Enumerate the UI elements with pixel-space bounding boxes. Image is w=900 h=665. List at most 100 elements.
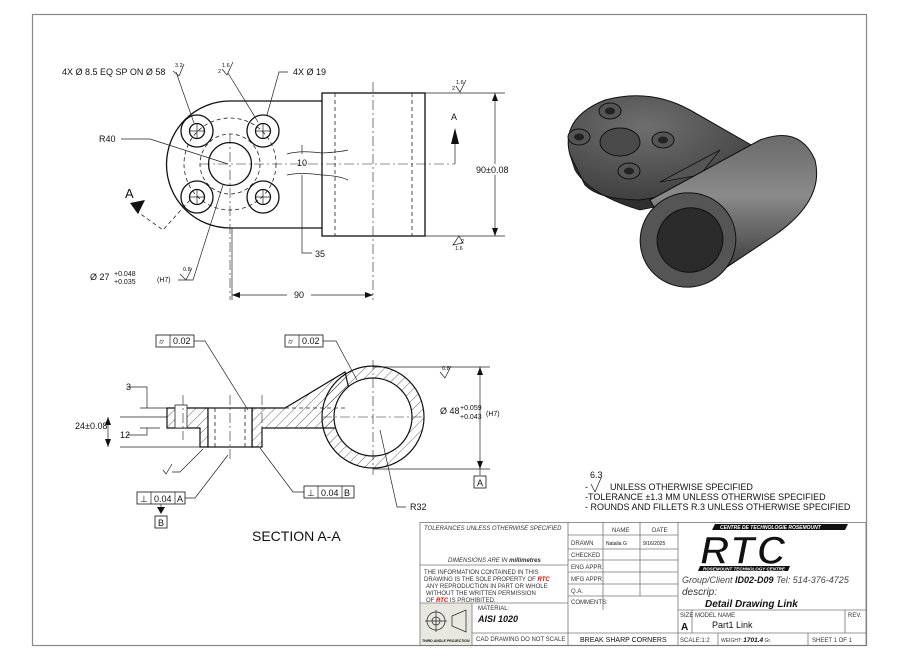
weight-value: 1701.4 [743, 637, 763, 644]
section-bore-tol-lower: +0.043 [460, 414, 482, 421]
material-label: MATERIAL: [478, 606, 510, 612]
svg-text:Group/Client ID02-D09 Tel: 514: Group/Client ID02-D09 Tel: 514-376-4725 [682, 575, 850, 585]
section-bore-callout: Ø 48 [440, 406, 460, 416]
size-value: A [681, 622, 688, 633]
comments-label: COMMENTS: [571, 600, 608, 606]
svg-text:DRAWING IS THE SOLE PROPERTY O: DRAWING IS THE SOLE PROPERTY OF RTC [424, 577, 550, 583]
date-header: DATE [652, 528, 668, 534]
datum-a [473, 475, 487, 489]
size-label: SIZE [680, 613, 693, 619]
flatness-1-value: 0.02 [173, 336, 191, 346]
dim-12: 12 [120, 430, 130, 440]
dimensions-label: DIMENSIONS ARE IN [448, 558, 508, 564]
perp-1-datum: A [177, 494, 183, 504]
projection-label: THIRD ANGLE PROJECTION [422, 639, 470, 643]
perpendicularity-icon: ⊥ [307, 488, 315, 498]
datum-b-label: B [158, 518, 164, 528]
bolt-holes [180, 114, 280, 214]
top-view: A A 90±0.08 90 10 35 R40 4X Ø 8.5 EQ SP … [62, 61, 514, 300]
hole-callout: 4X Ø 8.5 EQ SP ON Ø 58 [62, 67, 165, 77]
perp-2-tol: 0.04 [321, 488, 339, 498]
model-label: MODEL NAME [695, 613, 735, 619]
svg-text:CENTRE DE TECHNOLOGIE ROSEMOUN: CENTRE DE TECHNOLOGIE ROSEMOUNT [720, 525, 822, 531]
description-value: Detail Drawing Link [705, 599, 798, 610]
flatness-2-value: 0.02 [302, 336, 320, 346]
section-bore-tol-upper: +0.059 [460, 405, 482, 412]
flatness-icon: ⌭ [288, 339, 293, 346]
svg-text:DIMENSIONS ARE IN millimetres: DIMENSIONS ARE IN millimetres [448, 558, 541, 564]
property-line-5-post: IS PROHIBITED. [450, 598, 496, 604]
finish-symbol: 1.6 [222, 63, 230, 69]
property-line-2: DRAWING IS THE SOLE PROPERTY OF [424, 577, 536, 583]
bore-tol-lower: +0.035 [114, 279, 136, 286]
radius-dimension: R40 [99, 134, 116, 144]
row-label-checked: CHECKED [571, 553, 601, 559]
telephone: Tel: 514-376-4725 [776, 575, 850, 585]
svg-text:ROSEMOUNT TECHNOLOGY CENTRE: ROSEMOUNT TECHNOLOGY CENTRE [703, 567, 786, 572]
weight-unit: Gr. [765, 638, 772, 644]
finish-symbol: 1.6 [455, 246, 463, 252]
rtc-logo: CENTRE DE TECHNOLOGIE ROSEMOUNT RTC ROSE… [698, 524, 848, 574]
notes-finish-value: 6.3 [590, 470, 603, 480]
bore-callout: Ø 27 [90, 272, 110, 282]
flatness-icon: ⌭ [159, 339, 164, 346]
perpendicularity-icon: ⊥ [140, 494, 148, 504]
property-line-1: THE INFORMATION CONTAINED IN THIS [424, 570, 539, 576]
dim-24: 24±0.08 [75, 421, 107, 431]
drawn-name: Natalia G [606, 541, 627, 547]
svg-text:WEIGHT: 1701.4 Gr.: WEIGHT: 1701.4 Gr. [721, 637, 771, 644]
finish-symbol: 2 [218, 69, 221, 75]
section-title: SECTION A-A [252, 528, 341, 544]
name-header: NAME [612, 528, 629, 534]
general-notes: 6.3 - UNLESS OTHERWISE SPECIFIED -TOLERA… [585, 470, 851, 512]
scale-value: SCALE:1:2 [680, 638, 710, 644]
note-line-3: - ROUNDS AND FILLETS R.3 UNLESS OTHERWIS… [585, 502, 851, 512]
row-label-eng-appr: ENG APPR. [571, 565, 604, 571]
finish-symbol: 3.2 [175, 63, 183, 69]
height-dimension: 90±0.08 [476, 165, 508, 175]
model-name: Part1 Link [712, 620, 753, 630]
property-line-3: ANY REPRODUCTION IN PART OR WHOLE [426, 584, 548, 590]
section-view: 3 12 24±0.08 Ø 48 +0.059 +0.043 (H7) 0.8… [75, 334, 500, 544]
section-bore-fit: (H7) [486, 411, 500, 418]
length-dimension: 90 [294, 290, 304, 300]
dimensions-unit: millimetres [509, 558, 541, 564]
break-corners-note: BREAK SHARP CORNERS [580, 637, 667, 644]
datum-a-label: A [477, 478, 483, 488]
counterbore-callout: 4X Ø 19 [293, 67, 326, 77]
material-value: AISI 1020 [477, 614, 518, 624]
svg-text:OF RTC IS PROHIBITED.: OF RTC IS PROHIBITED. [426, 598, 496, 604]
finish-symbol: 0.8 [183, 267, 191, 273]
descrip-label: descrip: [682, 587, 717, 598]
note-line-1: UNLESS OTHERWISE SPECIFIED [610, 482, 753, 492]
cad-note: CAD DRAWING DO NOT SCALE [476, 637, 565, 643]
weight-label: WEIGHT: [721, 638, 742, 644]
slot-width-dimension: 10 [297, 158, 307, 168]
rev-label: REV. [848, 613, 862, 619]
row-label-qa: Q.A. [571, 589, 583, 595]
group-label: Group/Client [682, 575, 733, 585]
slot-offset-dimension: 35 [315, 249, 325, 259]
finish-symbol: 0.8 [442, 366, 450, 372]
note-line-2: -TOLERANCE ±1.3 MM UNLESS OTHERWISE SPEC… [585, 492, 826, 502]
rtc-mark: RTC [436, 598, 449, 604]
dim-3: 3 [126, 382, 131, 392]
drawn-date: 9/16/2025 [643, 541, 665, 547]
perp-1-tol: 0.04 [154, 494, 172, 504]
bore-fit: (H7) [157, 277, 171, 284]
section-letter-left: A [125, 186, 134, 201]
isometric-view [567, 95, 818, 288]
svg-text:-: - [585, 482, 588, 492]
perp-2-datum: B [344, 488, 350, 498]
bore-tol-upper: +0.048 [114, 271, 136, 278]
radius-r32: R32 [410, 502, 427, 512]
rtc-mark: RTC [537, 577, 550, 583]
property-line-4: WITHOUT THE WRITTEN PERMISSION [426, 591, 536, 597]
group-id: ID02-D09 [735, 575, 774, 585]
third-angle-projection-icon [425, 609, 467, 633]
title-block: TOLERANCES UNLESS OTHERWISE SPECIFIED DI… [419, 522, 867, 646]
row-label-mfg-appr: MFG APPR. [571, 577, 604, 583]
tolerances-label: TOLERANCES UNLESS OTHERWISE SPECIFIED [424, 526, 562, 532]
row-label-drawn: DRAWN [571, 541, 593, 547]
